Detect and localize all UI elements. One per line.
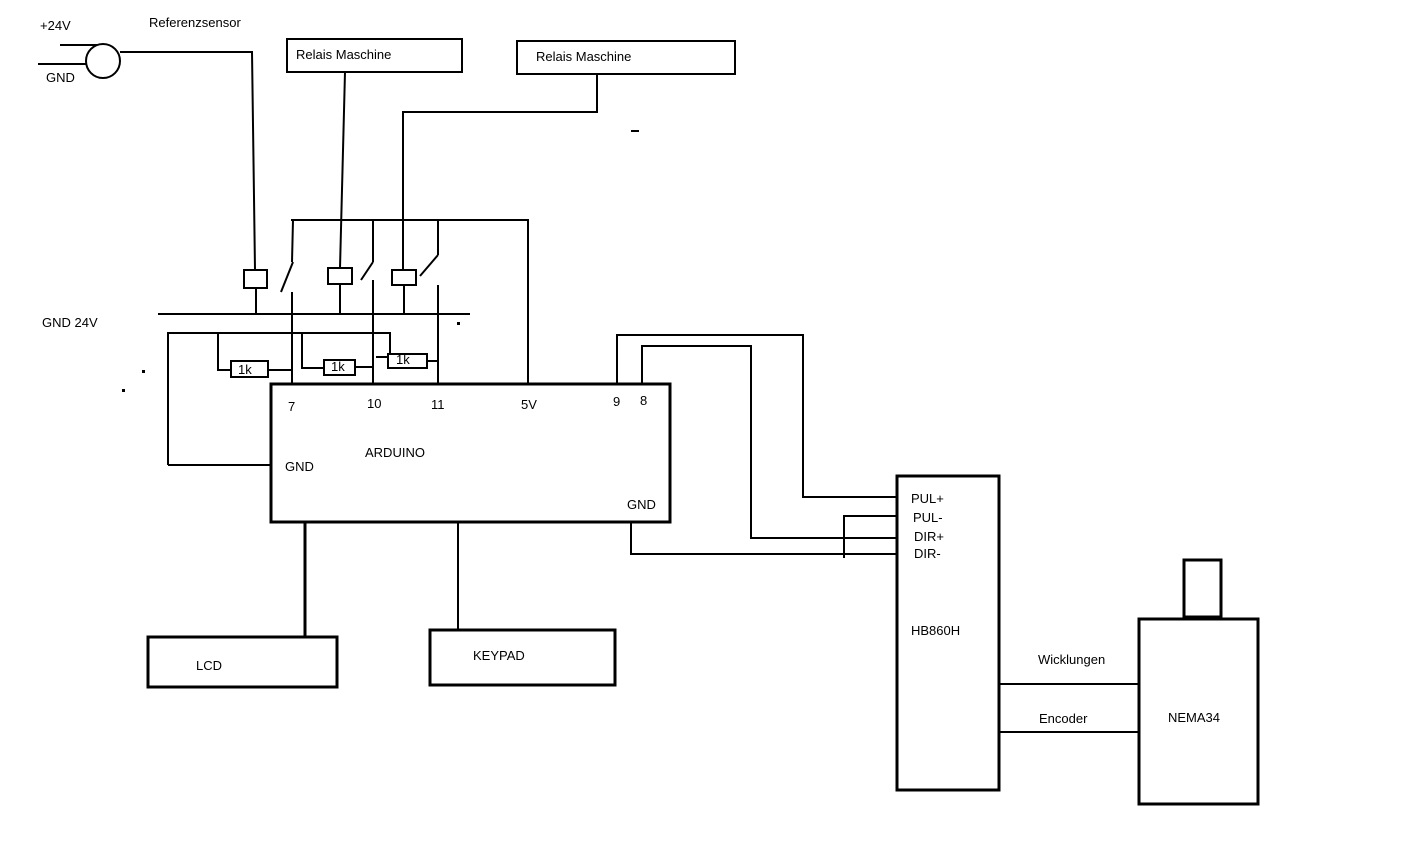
relay-coil-3 xyxy=(391,269,417,286)
pul-plus-label: PUL+ xyxy=(911,491,944,506)
relay-machine-label-2: Relais Maschine xyxy=(536,49,631,64)
motor-box xyxy=(1137,617,1260,806)
resistor-1-label: 1k xyxy=(238,362,252,377)
keypad-box xyxy=(428,628,617,687)
dir-plus-label: DIR+ xyxy=(914,529,944,544)
stray-dash xyxy=(631,130,639,132)
stray-dot xyxy=(457,322,460,325)
relay-coil-1 xyxy=(243,269,268,289)
gnd-top-label: GND xyxy=(46,70,75,85)
resistor-2-label: 1k xyxy=(331,359,345,374)
stray-dot xyxy=(122,389,125,392)
relay-machine-box-2 xyxy=(516,40,736,75)
dir-minus-label: DIR- xyxy=(914,546,941,561)
windings-label: Wicklungen xyxy=(1038,652,1105,667)
arduino-label: ARDUINO xyxy=(365,445,425,460)
pin-10-label: 10 xyxy=(367,396,381,411)
resistor-3-label: 1k xyxy=(396,352,410,367)
arduino-gnd-left-label: GND xyxy=(285,459,314,474)
motor-shaft xyxy=(1182,558,1223,619)
sensor-symbol xyxy=(85,43,121,79)
driver-box xyxy=(895,474,1001,792)
pin-5v-label: 5V xyxy=(521,397,537,412)
arduino-board xyxy=(269,382,672,524)
pin-9-label: 9 xyxy=(613,394,620,409)
reference-sensor xyxy=(38,43,256,271)
gnd-24v-label: GND 24V xyxy=(42,315,98,330)
relay-machine-box-1 xyxy=(286,38,463,73)
motor-label: NEMA34 xyxy=(1168,710,1220,725)
keypad-label: KEYPAD xyxy=(473,648,525,663)
supply-24v-label: +24V xyxy=(40,18,71,33)
driver-label: HB860H xyxy=(911,623,960,638)
arduino-gnd-right-label: GND xyxy=(627,497,656,512)
stray-dot xyxy=(142,370,145,373)
reference-sensor-label: Referenzsensor xyxy=(149,15,241,30)
encoder-label: Encoder xyxy=(1039,711,1088,726)
relay-machine-label-1: Relais Maschine xyxy=(296,47,391,62)
pin-11-label: 11 xyxy=(431,397,445,412)
lcd-box xyxy=(146,635,339,689)
lcd-label: LCD xyxy=(196,658,222,673)
pin-8-label: 8 xyxy=(640,393,647,408)
pul-minus-label: PUL- xyxy=(913,510,943,525)
relay-coil-2 xyxy=(327,267,353,285)
pin-7-label: 7 xyxy=(288,399,295,414)
